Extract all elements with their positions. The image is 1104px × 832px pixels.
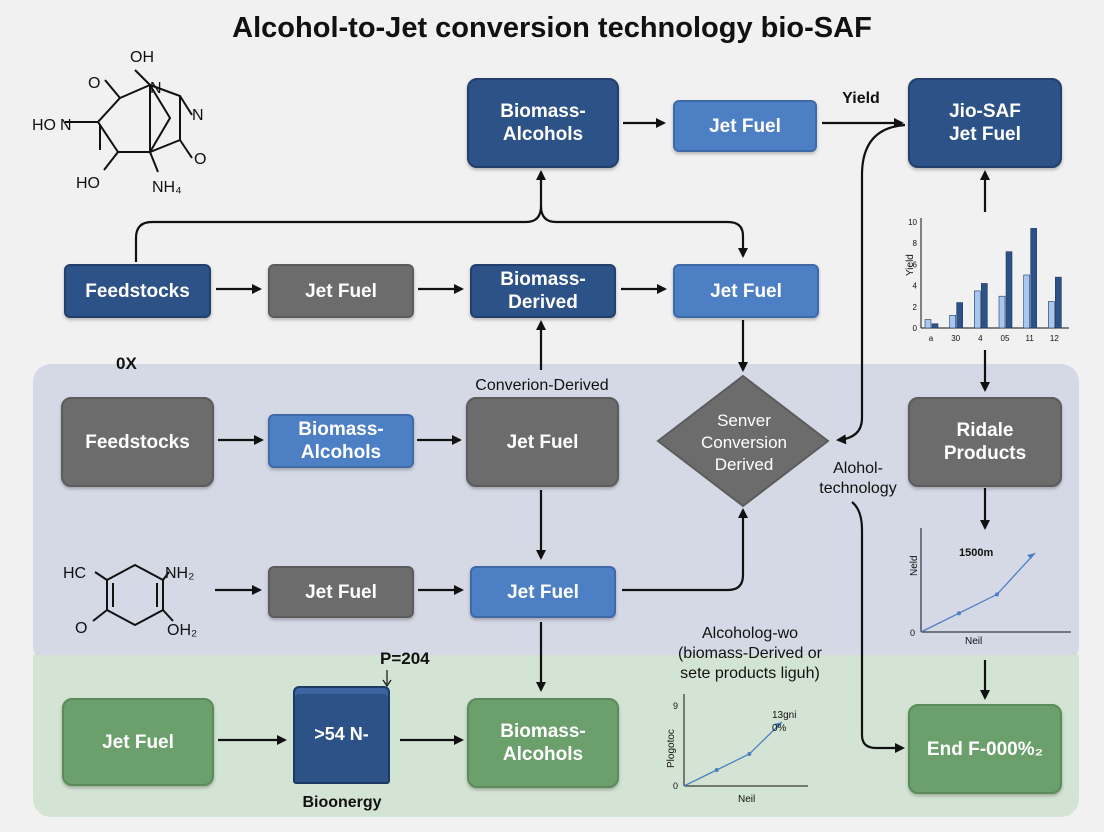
p-value-label: P=204: [380, 649, 430, 668]
bar: [931, 323, 939, 329]
feedstocks-box: Feedstocks: [64, 264, 211, 318]
series-line: [920, 552, 1036, 633]
series-line: [683, 721, 783, 787]
data-point: [714, 768, 719, 772]
molecule-atom: O: [194, 151, 206, 168]
molecule-atom: NH₂: [165, 565, 194, 582]
bioenergy-tank: [293, 686, 390, 784]
page-title: Alcohol-to-Jet conversion technology bio…: [232, 12, 872, 44]
data-point: [747, 752, 752, 756]
arrow: [836, 123, 906, 445]
line-chart-annotation: 13gni: [772, 710, 796, 721]
arrow: [851, 501, 905, 753]
biomass-alcohols-green-box: Biomass- Alcohols: [467, 698, 619, 788]
bar-chart-ytick: 0: [913, 324, 918, 333]
line-chart-annotation: 0%: [772, 723, 787, 734]
bar-chart-xtick: 11: [1026, 334, 1035, 343]
jio-saf-box: Jio-SAF Jet Fuel: [908, 78, 1062, 168]
jet-fuel-box: Jet Fuel: [268, 264, 414, 318]
alcohol-technology-label: Alohol- technology: [819, 460, 897, 497]
bar: [1055, 276, 1062, 329]
bar-chart-xtick: 30: [951, 334, 960, 343]
bar-chart-xtick: a: [929, 334, 934, 343]
jet-fuel-box: Jet Fuel: [673, 264, 819, 318]
bioenergy-label: Bioonergy: [302, 794, 382, 811]
line-chart-ylabel: Plogotoc: [666, 729, 677, 768]
ridale-products-box: Ridale Products: [908, 397, 1062, 487]
bar-chart-xtick: 12: [1050, 334, 1059, 343]
bar-chart-ytick: 8: [913, 239, 918, 248]
alcohol-caption: Alcoholog-wo (biomass-Derived or sete pr…: [677, 625, 823, 682]
feedstocks-box: Feedstocks: [61, 397, 214, 487]
molecule-atom: OH: [130, 49, 154, 66]
line-chart-xlabel: Neil: [965, 636, 982, 647]
conversion-derived-label: Converion-Derived: [475, 377, 609, 394]
bioenergy-tank-label: >54 N-: [314, 724, 369, 744]
arrow: [134, 170, 546, 262]
molecule-atom: OH₂: [167, 622, 197, 639]
neld-line-chart: Neld Neil 1500m 0: [909, 528, 1071, 647]
jet-fuel-box: Jet Fuel: [673, 100, 817, 152]
line-chart-xlabel: Neil: [738, 794, 755, 805]
bar: [1030, 228, 1037, 329]
bar: [956, 302, 963, 329]
end-product-box: End F-000%₂: [908, 704, 1062, 794]
data-point: [957, 611, 961, 616]
bar: [924, 319, 932, 329]
bar: [981, 283, 988, 329]
line-chart-ytick: 0: [910, 628, 915, 638]
bar-chart-ylabel: Yield: [905, 254, 916, 276]
jet-fuel-box: Jet Fuel: [268, 566, 414, 618]
molecule-atom: HO: [76, 175, 100, 192]
arrow: [539, 205, 748, 258]
yield-bar-chart: Yield 0 2 4 6 8 10 a 30 4 05 11 12: [905, 218, 1069, 343]
arrow: [622, 508, 748, 592]
bar: [1023, 274, 1030, 329]
server-conversion-diamond: [656, 374, 830, 508]
plogotoc-line-chart: Plogotoc Neil 0 9 13gni 0%: [666, 694, 808, 805]
server-conversion-label: Senver Conversion Derived: [701, 411, 787, 474]
bar: [974, 290, 981, 329]
bar-chart-xtick: 05: [1001, 334, 1010, 343]
line-chart-ytick: 9: [673, 701, 678, 711]
bar-chart-ytick: 4: [913, 282, 918, 291]
line-chart-annotation: 1500m: [959, 547, 993, 559]
molecule-top-diagram: OH O N HO N N O HO NH₄: [32, 49, 206, 196]
bar: [998, 295, 1006, 329]
molecule-atom: NH₄: [152, 179, 182, 196]
arrow: [382, 670, 392, 688]
biomass-alcohols-box: Biomass- Alcohols: [467, 78, 619, 168]
jet-fuel-box: Jet Fuel: [470, 566, 616, 618]
molecule-bottom-diagram: HC NH₂ O OH₂: [63, 563, 197, 639]
jet-fuel-box: Jet Fuel: [466, 397, 619, 487]
data-point: [995, 592, 999, 597]
molecule-atom: HC: [63, 565, 86, 582]
bar: [1048, 301, 1055, 329]
jet-fuel-green-box: Jet Fuel: [62, 698, 214, 786]
bar: [949, 314, 956, 329]
bar-chart-ytick: 6: [913, 260, 918, 269]
bar-chart-xtick: 4: [978, 334, 983, 343]
bar-chart-ytick: 10: [908, 218, 917, 227]
biomass-derived-box: Biomass- Derived: [470, 264, 616, 318]
bar-chart-ytick: 2: [913, 303, 918, 312]
bar: [1005, 251, 1013, 329]
molecule-atom: HO: [32, 117, 56, 134]
molecule-atom: O: [75, 620, 87, 637]
ox-label: 0X: [116, 354, 137, 373]
molecule-atom: N: [60, 117, 72, 134]
biomass-alcohols-box: Biomass- Alcohols: [268, 414, 414, 468]
yield-label: Yield: [842, 90, 880, 107]
line-chart-ytick: 0: [673, 781, 678, 791]
line-arrowhead: [774, 722, 782, 728]
line-arrowhead: [1027, 553, 1035, 560]
molecule-atom: N: [150, 80, 162, 97]
line-chart-ylabel: Neld: [909, 555, 920, 576]
molecule-atom: O: [88, 75, 100, 92]
molecule-atom: N: [192, 107, 204, 124]
